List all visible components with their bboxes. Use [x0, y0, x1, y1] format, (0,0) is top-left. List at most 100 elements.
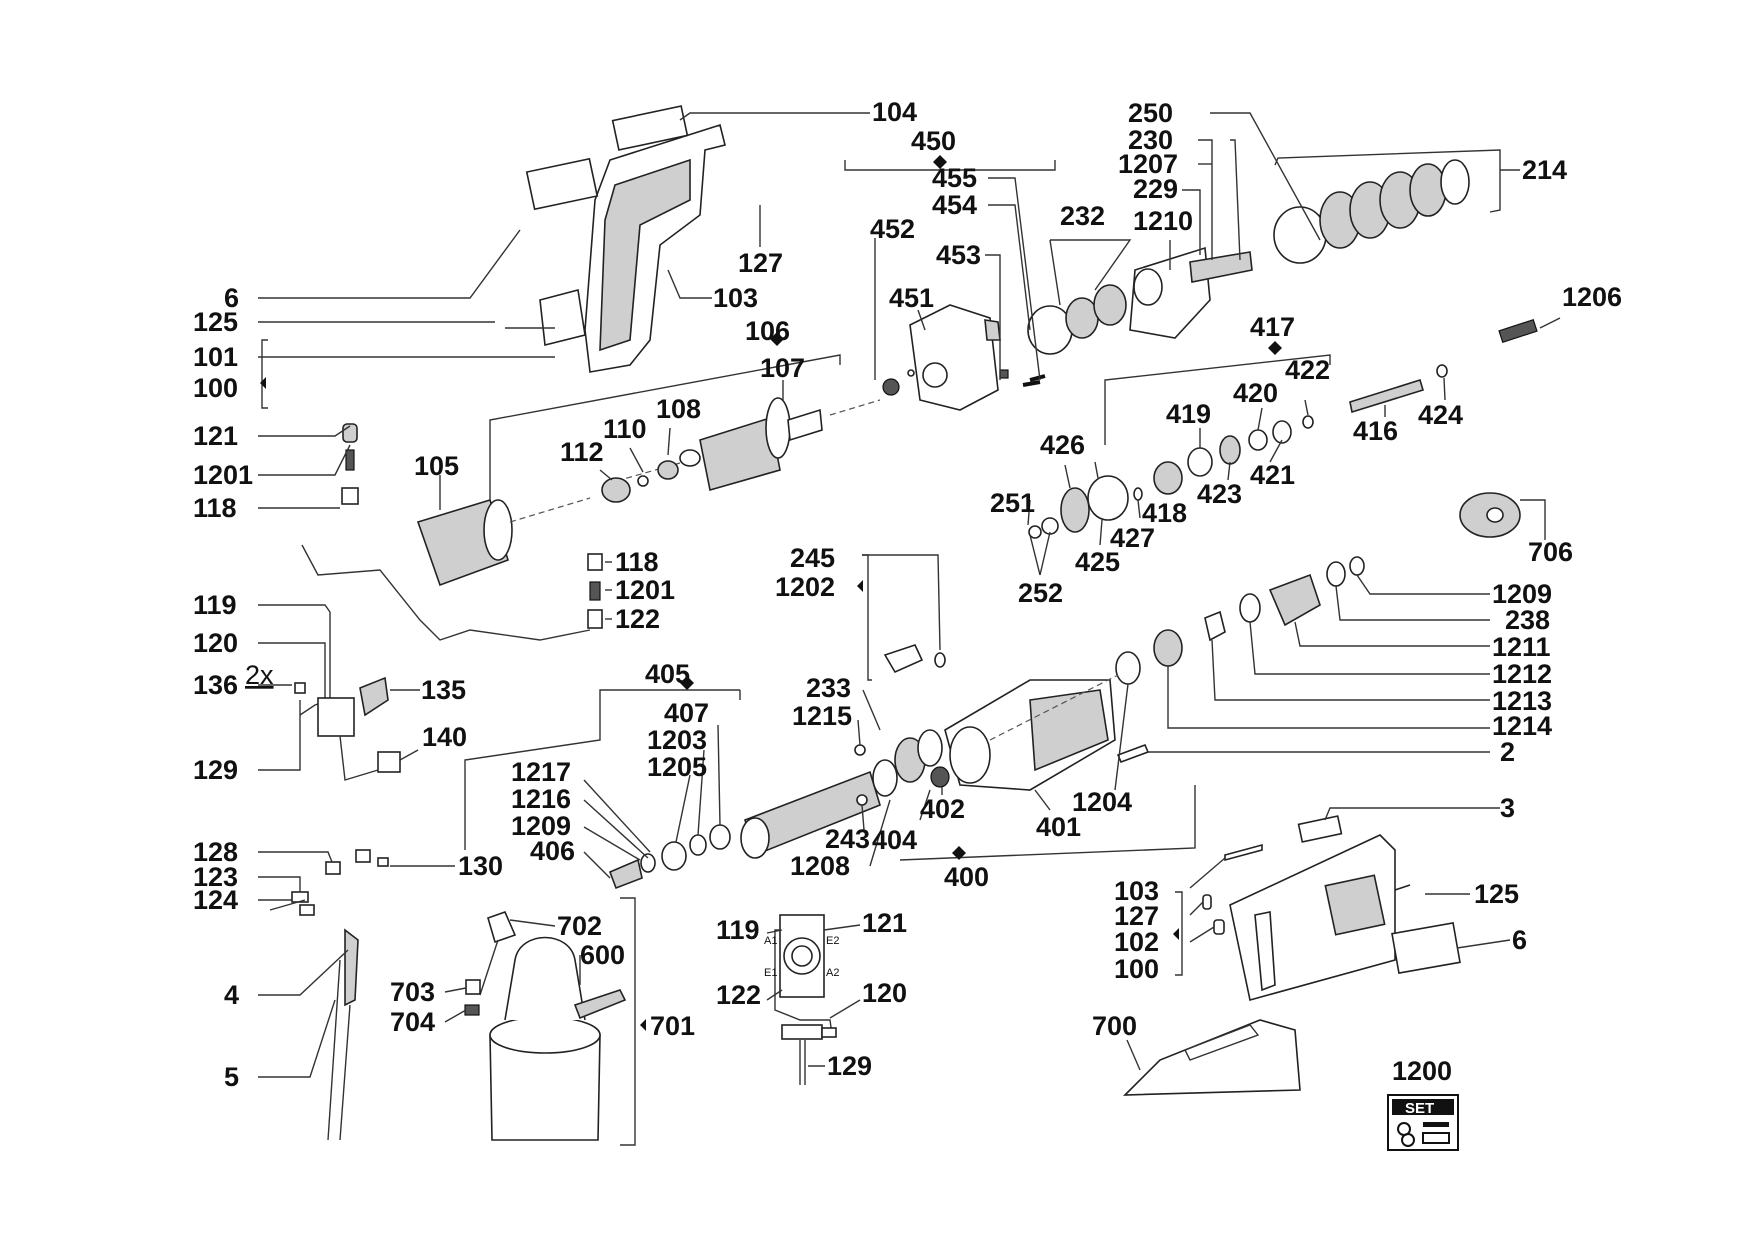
ball-1215: [854, 744, 866, 756]
brush-1201b: [589, 581, 601, 601]
set-badge: SET: [1387, 1094, 1459, 1151]
label-704: 704: [390, 1007, 435, 1037]
label-129-left: 129: [193, 755, 238, 785]
part-102: [1213, 919, 1225, 935]
label-229: 229: [1133, 174, 1178, 204]
label-233: 233: [806, 673, 851, 703]
label-701: 701: [650, 1011, 695, 1041]
wiring-diagram: A1 E2 E1 A2: [764, 914, 839, 1085]
label-140: 140: [422, 722, 467, 752]
barrel-housing-401: [944, 679, 1116, 791]
label-250: 250: [1128, 98, 1173, 128]
label-706: 706: [1528, 537, 1573, 567]
ring-238: [1326, 561, 1346, 587]
part-402: [930, 766, 950, 788]
screw-136: [294, 682, 306, 694]
terminal-a2: A2: [826, 967, 839, 979]
label-136: 136: [193, 670, 238, 700]
label-108: 108: [656, 394, 701, 424]
label-400: 400: [944, 862, 989, 892]
washer-251: [1041, 517, 1059, 535]
label-1216: 1216: [511, 784, 571, 814]
label-1203: 1203: [647, 725, 707, 755]
bearing-452: [882, 378, 900, 396]
label-104: 104: [872, 97, 917, 127]
label-420: 420: [1233, 378, 1278, 408]
lever-245: [883, 644, 924, 674]
label-103-right: 103: [1114, 876, 1159, 906]
sleeve-1211: [1268, 573, 1321, 627]
gear-426: [1060, 487, 1090, 533]
ring-1204: [1115, 651, 1141, 685]
label-135: 135: [421, 675, 466, 705]
bearing-112: [601, 477, 631, 503]
label-110: 110: [603, 414, 647, 444]
label-1207: 1207: [1118, 149, 1178, 179]
stator-part: [416, 498, 513, 587]
label-4: 4: [224, 980, 239, 1010]
label-1204: 1204: [1072, 787, 1132, 817]
armature-part: [679, 397, 823, 492]
label-1214: 1214: [1492, 711, 1552, 741]
cap-118: [341, 487, 359, 505]
capacitor-140: [377, 751, 401, 773]
label-1201-left: 1201: [193, 460, 253, 490]
label-1208: 1208: [790, 851, 850, 881]
set-badge-text: SET: [1405, 1100, 1434, 1117]
label-1206: 1206: [1562, 282, 1622, 312]
label-401: 401: [1036, 812, 1081, 842]
label-243: 243: [825, 824, 870, 854]
label-455: 455: [932, 163, 977, 193]
label-1201-right: 1201: [615, 575, 675, 605]
label-130: 130: [458, 851, 503, 881]
label-402: 402: [920, 794, 965, 824]
ring-1205: [661, 841, 687, 871]
label-417: 417: [1250, 312, 1295, 342]
label-101: 101: [193, 342, 238, 372]
part-418: [1153, 461, 1183, 495]
label-453: 453: [936, 240, 981, 270]
ring-407: [709, 824, 731, 850]
part-453-bit: [999, 369, 1009, 379]
part-422: [1302, 415, 1314, 429]
label-423: 423: [1197, 479, 1242, 509]
label-245: 245: [790, 543, 835, 573]
label-125-left: 125: [193, 307, 238, 337]
wire-loop: [301, 544, 591, 641]
label-128: 128: [193, 837, 238, 867]
label-100-right: 100: [1114, 954, 1159, 984]
label-6-right: 6: [1512, 925, 1527, 955]
label-2: 2: [1500, 737, 1515, 767]
part-406: [608, 858, 643, 890]
label-3: [1297, 815, 1343, 843]
label-427: 427: [1110, 523, 1155, 553]
label-1200: 1200: [1392, 1056, 1452, 1086]
label-112: 112: [560, 437, 604, 467]
label-100-left: 100: [193, 373, 238, 403]
spring-704: [464, 1004, 480, 1016]
ring-1212: [1239, 593, 1261, 623]
spindle-assembly: [740, 729, 943, 859]
handle-housing-part: [525, 105, 726, 373]
label-121-wiring: 121: [862, 908, 907, 938]
label-105: 105: [414, 451, 459, 481]
label-450: 450: [911, 126, 956, 156]
label-127-top: 127: [738, 248, 783, 278]
label-406: 406: [530, 836, 575, 866]
shaft-416: [1349, 378, 1424, 414]
gear-carrier-part: [1129, 246, 1253, 339]
label-702: 702: [557, 911, 602, 941]
label-119-left: 119: [193, 590, 237, 620]
gear-1214: [1153, 629, 1183, 667]
cap-118b: [587, 553, 603, 571]
label-129-wiring: 129: [827, 1051, 872, 1081]
label-120-wiring: 120: [862, 978, 907, 1008]
label-103-top: 103: [713, 283, 758, 313]
label-6-left: 6: [224, 283, 239, 313]
leader-lines: [258, 112, 1561, 1146]
label-122-right: 122: [615, 604, 660, 634]
label-6b: [1391, 921, 1461, 975]
holder-122: [587, 609, 603, 629]
lever-702: [487, 910, 517, 944]
label-124: 124: [193, 885, 238, 915]
